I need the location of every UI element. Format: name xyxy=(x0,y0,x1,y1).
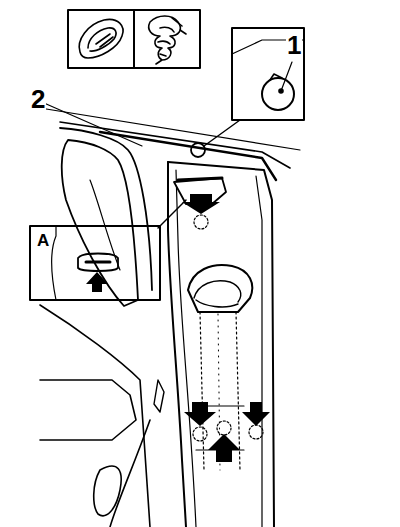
inset-letter: A xyxy=(36,232,50,249)
callout-number: 1 xyxy=(286,32,302,58)
clip-icon xyxy=(79,19,123,58)
callout-number: 2 xyxy=(30,86,46,112)
fir-clip-icon xyxy=(149,16,186,64)
